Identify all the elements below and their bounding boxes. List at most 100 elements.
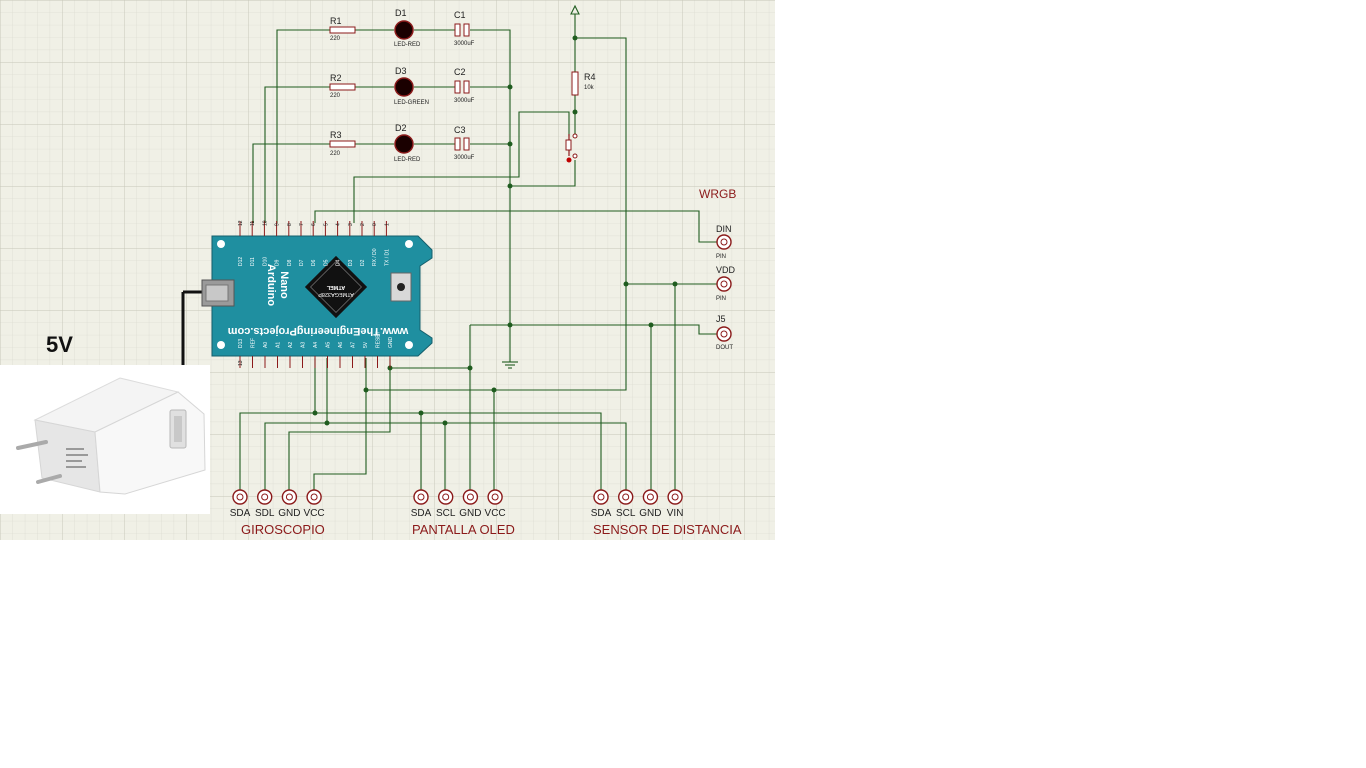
- connector-pin[interactable]: SDA: [591, 489, 612, 519]
- connector-pin-label: GND: [459, 508, 481, 519]
- top-pin[interactable]: 9D9: [275, 221, 281, 266]
- bottom-pin[interactable]: A4: [313, 342, 319, 368]
- connector-pin-label: GND: [278, 508, 300, 519]
- connector-pin[interactable]: SCL: [616, 489, 636, 519]
- bottom-pin[interactable]: GND: [388, 337, 394, 369]
- arduino-nano[interactable]: ATMEL ATMEGA328P Arduino Nano www.TheEng…: [201, 235, 433, 357]
- connector-pin[interactable]: VCC: [304, 489, 325, 519]
- capacitor-value: 3000uF: [454, 41, 475, 47]
- bottom-pin[interactable]: REF: [251, 338, 257, 368]
- wrgb-title: WRGB: [699, 187, 736, 201]
- bottom-pin[interactable]: A0: [263, 342, 269, 368]
- connector-group-title: GIROSCOPIO: [241, 522, 325, 537]
- bottom-pin[interactable]: A3: [301, 342, 307, 368]
- pin-label: RESET: [376, 331, 382, 348]
- resistor-ref: R4: [584, 72, 596, 82]
- bottom-pin[interactable]: A6: [338, 342, 344, 368]
- capacitor-c2[interactable]: C2 3000uF: [454, 67, 475, 104]
- top-pin[interactable]: 0 RX / D0: [372, 221, 378, 266]
- pin-label: D13: [238, 339, 244, 348]
- connector-pin[interactable]: SDA: [411, 489, 432, 519]
- vcc-arrow: [570, 4, 580, 15]
- connector-pin-label: GND: [639, 508, 661, 519]
- top-pin[interactable]: 7D7: [299, 221, 305, 266]
- pin-label: RX / D0: [372, 248, 378, 266]
- wrgb-pin-vdd[interactable]: VDD PIN: [716, 265, 736, 302]
- chip-label-line2: ATMEGA328P: [318, 291, 354, 297]
- pin-label: GND: [388, 337, 394, 349]
- led-d1[interactable]: D1 LED-RED: [394, 8, 421, 48]
- connector-pin-label: VCC: [485, 508, 506, 519]
- connector-pin[interactable]: GND: [459, 489, 482, 519]
- wrgb-pin-din[interactable]: DIN PIN: [716, 224, 732, 260]
- led-d3[interactable]: D3 LED-GREEN: [394, 66, 429, 106]
- pin-number: 0: [372, 223, 378, 226]
- resistor-r3[interactable]: R3 220: [329, 130, 356, 157]
- connector-pin[interactable]: GND: [639, 489, 662, 519]
- bottom-pin[interactable]: A5: [326, 342, 332, 368]
- bottom-pin[interactable]: A2: [288, 342, 294, 368]
- pin-number: 6: [311, 223, 317, 226]
- resistor-r4[interactable]: R4 10k: [571, 71, 596, 96]
- pin-label: D5: [323, 259, 329, 266]
- connector-group-title: SENSOR DE DISTANCIA: [593, 522, 742, 537]
- pin-label: A1: [276, 342, 282, 348]
- resistor-ref: R1: [330, 16, 342, 26]
- connector-pin[interactable]: VCC: [485, 489, 506, 519]
- top-pin[interactable]: 4D4: [336, 221, 342, 266]
- resistor-r1[interactable]: R1 220: [329, 16, 356, 42]
- led-ref: D2: [395, 123, 407, 133]
- bottom-pin[interactable]: 5V: [363, 341, 369, 368]
- top-pin[interactable]: 8D8: [287, 221, 293, 266]
- pin-number: 3: [348, 223, 354, 226]
- pin-number: 7: [299, 223, 305, 226]
- top-pin[interactable]: 6D6: [311, 221, 317, 266]
- bottom-pin[interactable]: A1: [276, 342, 282, 368]
- connector-pin[interactable]: SDA: [230, 489, 251, 519]
- resistor-r2[interactable]: R2 220: [329, 73, 356, 99]
- top-pin[interactable]: 5D5: [323, 221, 329, 266]
- board-name-line2: Nano: [278, 271, 290, 299]
- top-pin[interactable]: 1TX / D1: [384, 221, 390, 266]
- led-ref: D1: [395, 8, 407, 18]
- led-d2[interactable]: D2 LED-RED: [394, 123, 421, 163]
- connector-pin[interactable]: VIN: [667, 489, 684, 519]
- led-type: LED-RED: [394, 157, 421, 163]
- connector-pin[interactable]: GND: [278, 489, 301, 519]
- push-button[interactable]: [565, 133, 578, 163]
- pin-label: 5V: [363, 341, 369, 348]
- wrgb-pin-sub: DOUT: [716, 345, 733, 351]
- pin-label: D12: [238, 257, 244, 266]
- schematic-canvas: R1 220 R2 220 R3 220 R4 10k D1 LED-RED D…: [0, 0, 775, 540]
- connector-pin-label: SCL: [616, 508, 636, 519]
- capacitor-c3[interactable]: C3 3000uF: [454, 125, 475, 161]
- capacitor-ref: C2: [454, 67, 466, 77]
- connector-pin-label: SCL: [436, 508, 456, 519]
- top-pin[interactable]: 3D3: [348, 221, 354, 266]
- capacitor-c1[interactable]: C1 3000uF: [454, 10, 475, 47]
- connector-pin[interactable]: SCL: [436, 489, 456, 519]
- resistor-value: 220: [330, 93, 341, 99]
- wrgb-pin-name: VDD: [716, 265, 736, 275]
- usb-charger-image: [0, 365, 210, 514]
- connector-pin[interactable]: SDL: [255, 489, 275, 519]
- wrgb-pin-name: DIN: [716, 224, 732, 234]
- pin-number: 4: [336, 223, 342, 226]
- bottom-pin[interactable]: A7: [351, 342, 357, 368]
- resistor-value: 10k: [584, 85, 595, 91]
- capacitor-value: 3000uF: [454, 155, 475, 161]
- pin-label: A6: [338, 342, 344, 348]
- bottom-pin[interactable]: RESET: [376, 331, 382, 368]
- board-website: www.TheEngineeringProjects.com: [228, 325, 410, 337]
- wrgb-pin-j5[interactable]: J5 DOUT: [716, 314, 733, 351]
- pin-number: 9: [275, 223, 281, 226]
- top-pin[interactable]: 2D2: [360, 221, 366, 266]
- wrgb-pin-sub: PIN: [716, 296, 726, 302]
